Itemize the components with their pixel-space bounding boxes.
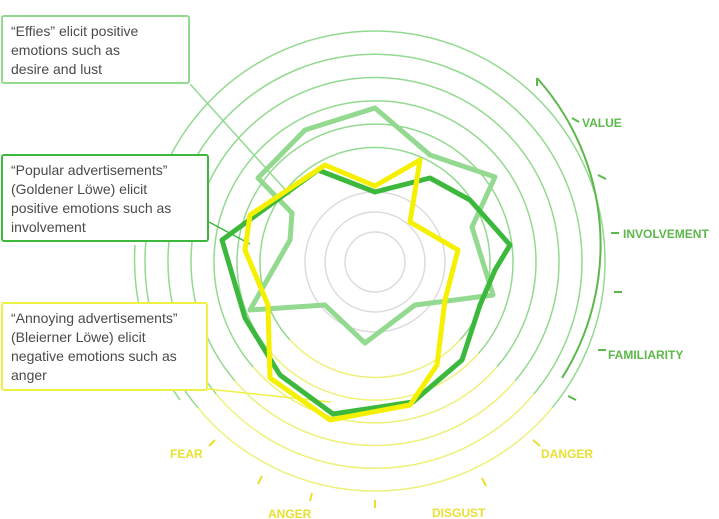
positive-axis-tick <box>567 395 577 401</box>
positive-ring-5 <box>167 53 583 395</box>
negative-ring-6 <box>197 407 553 492</box>
axis-label-familiarity: FAMILIARITY <box>608 348 683 362</box>
negative-ring-2 <box>270 352 480 401</box>
popular-profile <box>219 167 513 417</box>
effies-callout-text: “Effies” elicit positive emotions such a… <box>11 23 139 77</box>
negative-axis-tick <box>208 439 216 447</box>
negative-axis-labels: DANGER DISGUST ANGER FEAR <box>170 447 593 519</box>
positive-ring-1 <box>259 146 491 341</box>
axis-label-danger: DANGER <box>541 447 593 461</box>
positive-axis-tick <box>571 117 580 123</box>
positive-axis-line <box>536 77 602 379</box>
annoying-ads-callout-text: “Annoying advertisements” (Bleierner Löw… <box>11 310 178 383</box>
inner-ring-1 <box>344 231 406 293</box>
positive-axis-arc <box>536 77 622 401</box>
popular-ads-callout-text: “Popular advertisements” (Goldener Löwe)… <box>11 162 172 235</box>
effies-profile <box>247 105 498 346</box>
annoying-profile <box>242 157 461 423</box>
positive-axis-tick <box>597 174 607 180</box>
negative-ring-3 <box>252 366 498 424</box>
axis-label-involvement: INVOLVEMENT <box>623 227 709 241</box>
effies-leader <box>189 83 291 196</box>
positive-ring-2 <box>236 123 514 354</box>
axis-label-anger: ANGER <box>268 507 312 519</box>
leader-lines <box>189 83 331 403</box>
negative-rings <box>197 339 553 492</box>
positive-axis-labels: VALUE INVOLVEMENT FAMILIARITY <box>582 116 709 362</box>
popular-ads-callout: “Popular advertisements” (Goldener Löwe)… <box>1 154 209 242</box>
positive-ring-3 <box>213 100 537 368</box>
axis-label-value: VALUE <box>582 116 622 130</box>
positive-ring-6 <box>144 30 606 409</box>
axis-label-fear: FEAR <box>170 447 203 461</box>
positive-ring-4 <box>190 76 560 382</box>
effies-callout: “Effies” elicit positive emotions such a… <box>1 15 190 84</box>
inner-rings <box>304 191 446 333</box>
negative-ring-4 <box>234 380 516 447</box>
annoying-ads-callout: “Annoying advertisements” (Bleierner Löw… <box>1 302 208 391</box>
negative-axis-tick <box>309 492 313 502</box>
axis-label-disgust: DISGUST <box>432 506 486 519</box>
inner-ring-2 <box>324 211 426 313</box>
negative-axis-tick <box>532 439 541 447</box>
positive-rings <box>144 30 606 409</box>
negative-axis-tick <box>481 477 487 487</box>
negative-axis-ticks <box>208 439 541 508</box>
negative-axis-tick <box>257 475 263 485</box>
negative-ring-5 <box>215 393 535 469</box>
inner-ring-3 <box>304 191 446 333</box>
